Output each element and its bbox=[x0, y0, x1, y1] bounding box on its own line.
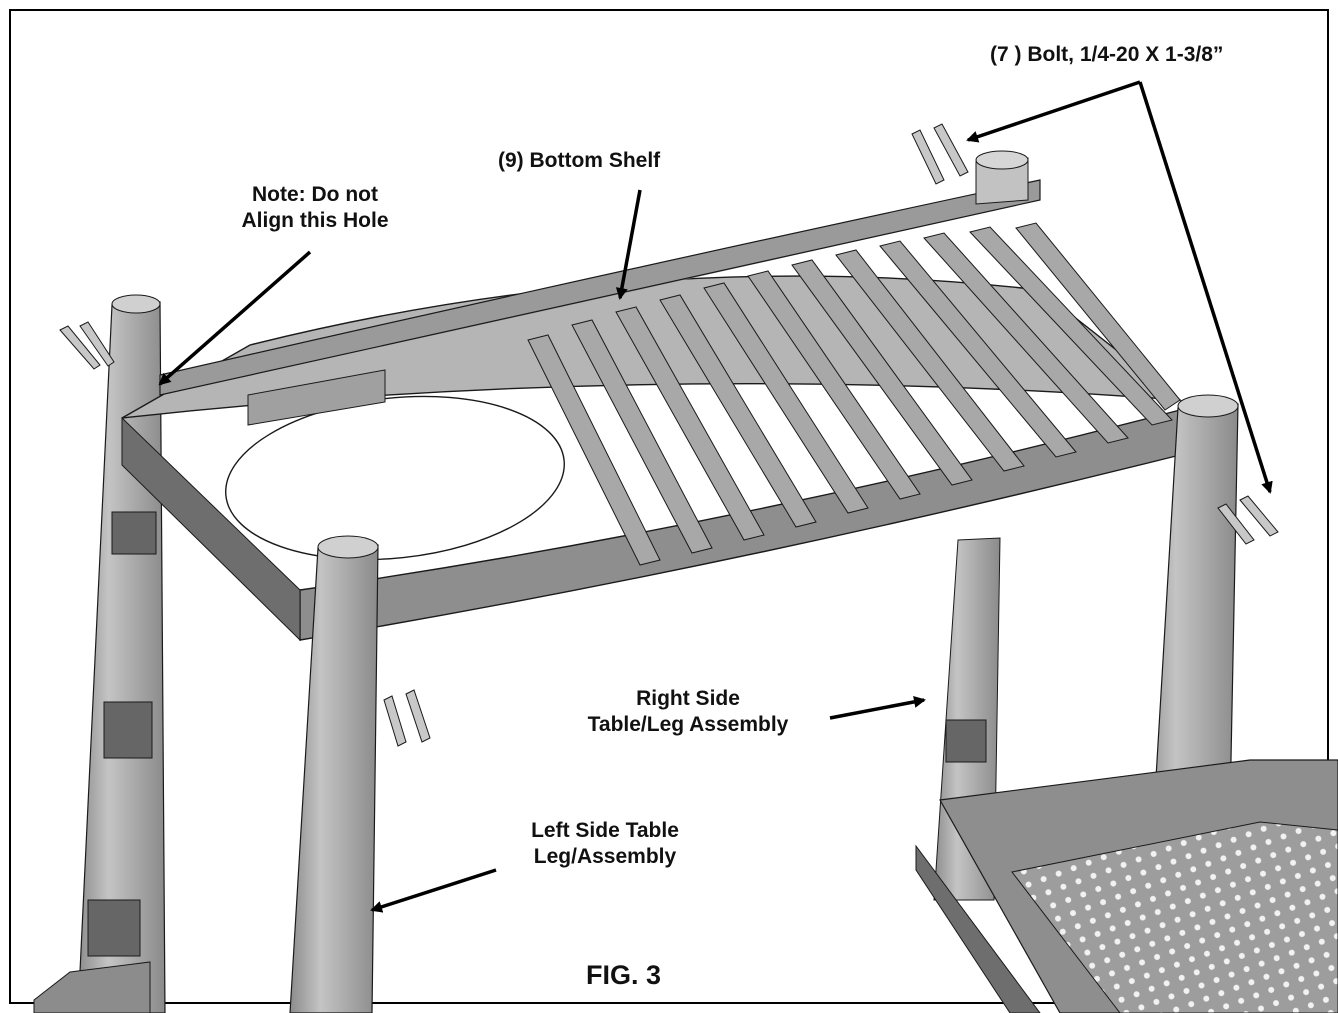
bolt-label: (7 ) Bolt, 1/4-20 X 1-3/8” bbox=[990, 43, 1224, 66]
note-line-2: Align this Hole bbox=[241, 209, 389, 232]
right-side-table bbox=[915, 759, 1338, 1013]
left-line-1: Left Side Table bbox=[531, 819, 679, 842]
bolt-front-left bbox=[383, 689, 431, 747]
right-assembly-label: Right Side Table/Leg Assembly bbox=[548, 686, 828, 738]
arrow-bolt-front bbox=[1138, 81, 1273, 494]
bottom-shelf-label: (9) Bottom Shelf bbox=[498, 149, 661, 172]
shelf-slats bbox=[527, 222, 1181, 566]
right-line-2: Table/Leg Assembly bbox=[587, 713, 789, 736]
note-line-1: Note: Do not bbox=[252, 183, 378, 206]
front-left-leg bbox=[289, 535, 379, 1013]
left-assembly-label: Left Side Table Leg/Assembly bbox=[500, 818, 710, 870]
note-label: Note: Do not Align this Hole bbox=[200, 182, 430, 234]
bottom-shelf bbox=[121, 179, 1183, 642]
back-left-leg bbox=[33, 294, 166, 1013]
leader-arrows bbox=[158, 80, 1273, 913]
left-line-2: Leg/Assembly bbox=[533, 845, 677, 868]
bolt-front-right bbox=[1217, 495, 1279, 545]
back-right-post bbox=[975, 150, 1029, 205]
bolts bbox=[59, 123, 1279, 747]
bolt-back-right bbox=[911, 123, 969, 185]
arrow-left-assembly bbox=[370, 868, 497, 913]
right-line-1: Right Side bbox=[636, 687, 740, 710]
arrow-bottom-shelf bbox=[615, 189, 642, 300]
bolt-back-left bbox=[59, 321, 115, 370]
shelf-cutout bbox=[225, 395, 565, 561]
arrow-right-assembly bbox=[829, 695, 926, 720]
arrow-bolt-back bbox=[966, 80, 1141, 143]
arrow-note-hole bbox=[158, 250, 312, 386]
figure-label: FIG. 3 bbox=[586, 960, 662, 990]
figure-border bbox=[9, 9, 1329, 1004]
